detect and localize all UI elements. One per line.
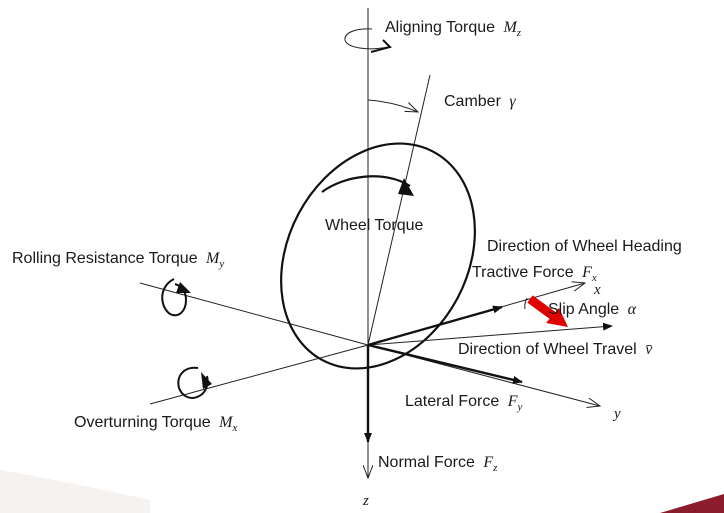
overturning-axis-line — [149, 344, 369, 405]
tractive-force-arrow — [367, 305, 503, 347]
rolling-resistance-axis-line — [139, 282, 369, 346]
slip-angle-label: Slip Angle α — [548, 301, 637, 318]
wheel-travel-label: Direction of Wheel Travel v̄ — [458, 341, 653, 358]
tractive-force-label: Tractive Force Fx — [472, 264, 597, 284]
rolling-resistance-label: Rolling Resistance Torque My — [12, 250, 224, 270]
slip-angle-highlight-arrow — [527, 295, 568, 327]
wheel-travel-line — [367, 322, 613, 346]
footer-accent-shape — [660, 494, 724, 513]
wheel-ellipse — [280, 142, 476, 370]
overturning-torque-label: Overturning Torque Mx — [74, 414, 237, 434]
slip-angle-arc — [524, 297, 528, 310]
overturning-torque-rotation-icon — [177, 366, 212, 399]
wheel-torque-arrow — [321, 175, 411, 193]
wheel-heading-label: Direction of Wheel Heading — [487, 238, 682, 255]
normal-force-label: Normal Force Fz — [378, 454, 498, 474]
footer-shadow-shape — [0, 470, 150, 513]
lateral-force-label: Lateral Force Fy — [405, 393, 523, 413]
lateral-force-arrow — [367, 343, 523, 384]
wheel-torque-arrowhead — [398, 178, 414, 196]
rolling-resistance-rotation-icon — [161, 278, 191, 317]
camber-label: Camber γ — [444, 93, 516, 110]
x-axis-label: x — [593, 282, 601, 298]
footer-decoration — [0, 470, 724, 513]
camber-line — [367, 74, 431, 346]
z-axis-label: z — [362, 493, 369, 509]
aligning-torque-rotation-icon — [344, 28, 392, 53]
y-axis-label: y — [612, 406, 621, 422]
camber-arc-arrow — [367, 99, 418, 112]
wheel-torque-label: Wheel Torque — [325, 217, 424, 234]
aligning-torque-label: Aligning Torque Mz — [385, 19, 522, 39]
